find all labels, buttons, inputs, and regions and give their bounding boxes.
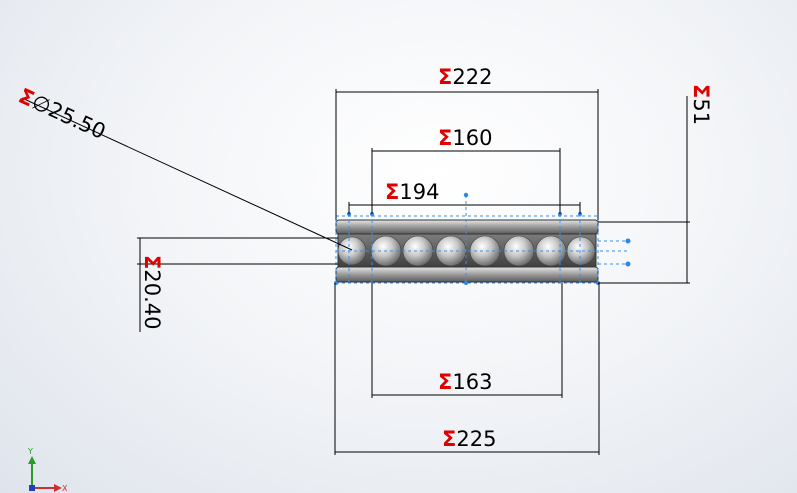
point-handle[interactable] bbox=[464, 281, 468, 285]
dimension-value: 20.40 bbox=[140, 269, 164, 329]
driven-dimension-icon: Σ bbox=[385, 180, 399, 204]
point-handle[interactable] bbox=[463, 192, 469, 198]
selection-overlay bbox=[334, 192, 631, 285]
svg-text:Σ∅25.50: Σ∅25.50 bbox=[15, 84, 109, 144]
dimension-inner-diameter[interactable]: Σ160 bbox=[371, 126, 561, 214]
dimension-ball-diameter[interactable]: Σ∅25.50 bbox=[15, 84, 353, 251]
dimension-bore-diameter[interactable]: Σ163 bbox=[371, 283, 563, 398]
bottom-race[interactable] bbox=[335, 266, 599, 283]
driven-dimension-icon: Σ bbox=[140, 255, 164, 269]
dimension-value: 163 bbox=[452, 370, 492, 394]
svg-text:Σ20.40: Σ20.40 bbox=[140, 255, 164, 329]
svg-text:Σ194: Σ194 bbox=[385, 180, 439, 204]
driven-dimension-icon: Σ bbox=[689, 84, 713, 98]
dimension-value: 25.50 bbox=[45, 97, 110, 144]
driven-dimension-icon: Σ bbox=[438, 370, 452, 394]
dimension-value: 51 bbox=[689, 98, 713, 125]
dimension-housing-diameter[interactable]: Σ225 bbox=[334, 283, 600, 455]
dimension-value: 194 bbox=[399, 180, 439, 204]
svg-text:Σ160: Σ160 bbox=[438, 126, 492, 150]
svg-text:Σ163: Σ163 bbox=[438, 370, 492, 394]
dimension-pitch-diameter[interactable]: Σ194 bbox=[348, 180, 581, 214]
svg-text:Σ225: Σ225 bbox=[442, 427, 496, 451]
y-axis-arrow-icon bbox=[28, 456, 36, 464]
svg-text:Σ222: Σ222 bbox=[438, 65, 492, 89]
svg-text:Σ51: Σ51 bbox=[689, 84, 713, 125]
z-axis-icon bbox=[29, 485, 35, 491]
reference-triad[interactable]: Y X bbox=[27, 447, 68, 493]
dimension-height[interactable]: Σ51 bbox=[598, 84, 713, 284]
dimension-value: 160 bbox=[452, 126, 492, 150]
point-handle[interactable] bbox=[625, 261, 631, 267]
dimension-race-height[interactable]: Σ20.40 bbox=[137, 237, 338, 332]
y-axis-label: Y bbox=[27, 447, 33, 456]
x-axis-arrow-icon bbox=[54, 484, 62, 492]
dimension-value: 225 bbox=[456, 427, 496, 451]
point-handle[interactable] bbox=[625, 238, 631, 244]
driven-dimension-icon: Σ bbox=[438, 126, 452, 150]
dimension-value: 222 bbox=[452, 65, 492, 89]
x-axis-label: X bbox=[62, 484, 68, 493]
driven-dimension-icon: Σ bbox=[438, 65, 452, 89]
dimension-outer-diameter[interactable]: Σ222 bbox=[335, 65, 599, 220]
driven-dimension-icon: Σ bbox=[442, 427, 456, 451]
top-race[interactable] bbox=[335, 219, 599, 235]
